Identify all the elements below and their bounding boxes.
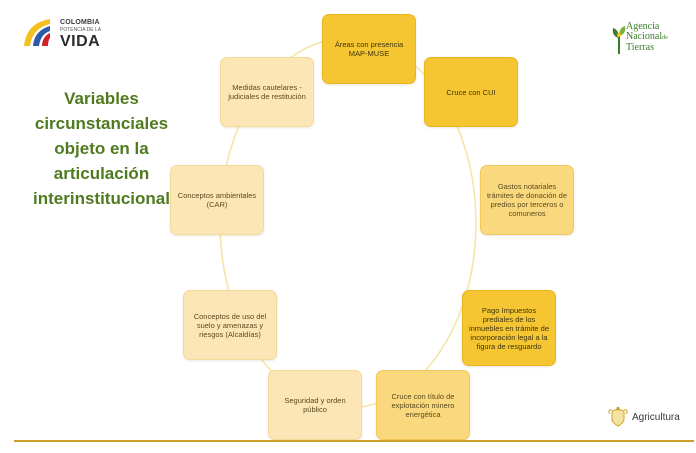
page-title: Variables circunstanciales objeto en la … — [33, 89, 170, 208]
cycle-node-uso-suelo: Conceptos de uso del suelo y amenazas y … — [183, 290, 277, 360]
footer-divider — [14, 440, 694, 442]
logo-text-potencia: POTENCIA DE LA — [60, 27, 102, 33]
ministry-logo: Agricultura — [608, 405, 696, 429]
colombia-logo: COLOMBIA POTENCIA DE LA VIDA — [20, 14, 140, 54]
logo-text-colombia: COLOMBIA — [60, 19, 100, 26]
agency-line-2-main: Nacional — [626, 31, 663, 42]
agency-name: Agencia Nacionalde Tierras — [626, 22, 668, 53]
ministry-name: Agricultura — [632, 412, 680, 423]
cycle-node-medidas-cautelares: Medidas cautelares - judiciales de resti… — [220, 57, 314, 127]
cycle-node-titulo-minero: Cruce con título de explotación minero e… — [376, 370, 470, 440]
cycle-node-areas-map-muse: Áreas con presencia MAP-MUSE — [322, 14, 416, 84]
agency-line-3: Tierras — [626, 42, 654, 53]
node-label: Seguridad y orden público — [284, 396, 346, 414]
cycle-node-gastos-notariales: Gastos notariales trámites de donación d… — [480, 165, 574, 235]
node-label: Áreas con presencia MAP-MUSE — [334, 40, 404, 58]
agency-line-2-suffix: de — [662, 35, 668, 41]
cycle-node-impuestos-prediales: Pago Impuestos prediales de los inmueble… — [462, 290, 556, 366]
agency-sprout-icon — [612, 26, 626, 54]
agency-line-2: Nacionalde — [626, 32, 668, 43]
agency-logo: Agencia Nacionalde Tierras — [612, 22, 692, 66]
node-label: Medidas cautelares - judiciales de resti… — [228, 83, 306, 101]
node-label: Cruce con CUI — [446, 87, 496, 97]
agency-line-1: Agencia — [626, 21, 660, 32]
node-label: Conceptos ambientales (CAR) — [177, 191, 257, 209]
cycle-node-seguridad: Seguridad y orden público — [268, 370, 362, 440]
logo-text-vida: VIDA — [60, 33, 101, 50]
node-label: Pago Impuestos prediales de los inmueble… — [468, 305, 550, 351]
cycle-node-conceptos-ambientales: Conceptos ambientales (CAR) — [170, 165, 264, 235]
cycle-node-cruce-cui: Cruce con CUI — [424, 57, 518, 127]
node-label: Gastos notariales trámites de donación d… — [486, 182, 568, 218]
colombia-flag-swoosh-icon — [24, 19, 50, 46]
coat-of-arms-icon — [608, 406, 628, 427]
node-label: Conceptos de uso del suelo y amenazas y … — [193, 311, 267, 339]
node-label: Cruce con título de explotación minero e… — [391, 391, 455, 419]
